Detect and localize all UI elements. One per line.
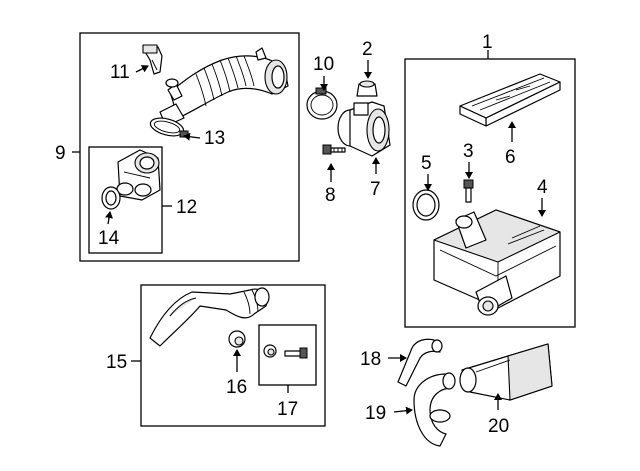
callout-4: 4 [537,177,548,198]
callout-13: 13 [204,128,225,149]
arrow-19 [393,406,413,415]
callout-8: 8 [325,185,336,206]
part-10-clamp [306,87,338,120]
part-3-bolt [463,179,474,203]
arrow-14 [105,211,113,225]
callout-16: 16 [226,377,247,398]
callout-14: 14 [98,228,120,249]
part-15-inlet-tube [149,287,270,347]
arrow-13 [183,132,201,141]
part-17-bolt-grommet [263,344,308,359]
part-6-filter [459,73,561,127]
arrow-11 [135,65,149,73]
part-18-hose [397,338,443,387]
part-11-sensor [142,44,163,75]
part-12-adapter [116,149,161,201]
callout-9: 9 [55,143,66,164]
callout-2: 2 [362,39,373,60]
box-group-1 [404,58,576,328]
box-group-15 [140,284,326,427]
part-19-elbow [413,372,456,447]
callout-5: 5 [421,153,432,174]
part-5-seal [412,189,440,221]
part-14-oring [101,186,121,210]
callout-18: 18 [360,349,381,370]
part-8-bolt [322,144,346,155]
callout-1: 1 [482,32,493,53]
callout-6: 6 [505,147,516,168]
box-group-9 [79,32,300,262]
callout-19: 19 [365,403,386,424]
box-group-12 [88,146,163,254]
callout-20: 20 [488,416,509,437]
part-20-resonator [459,343,553,401]
part-4-airbox [433,209,561,316]
part-16-grommet [228,330,246,348]
callout-12: 12 [176,197,197,218]
callout-3: 3 [463,141,474,162]
callout-10: 10 [313,54,334,75]
callout-15: 15 [106,352,127,373]
callout-7: 7 [370,179,381,200]
part-intake-duct [159,47,289,127]
part-2-grommet [356,80,378,97]
callout-17: 17 [277,399,298,420]
part-7-maf-sensor [337,101,391,157]
callout-11: 11 [110,62,130,83]
